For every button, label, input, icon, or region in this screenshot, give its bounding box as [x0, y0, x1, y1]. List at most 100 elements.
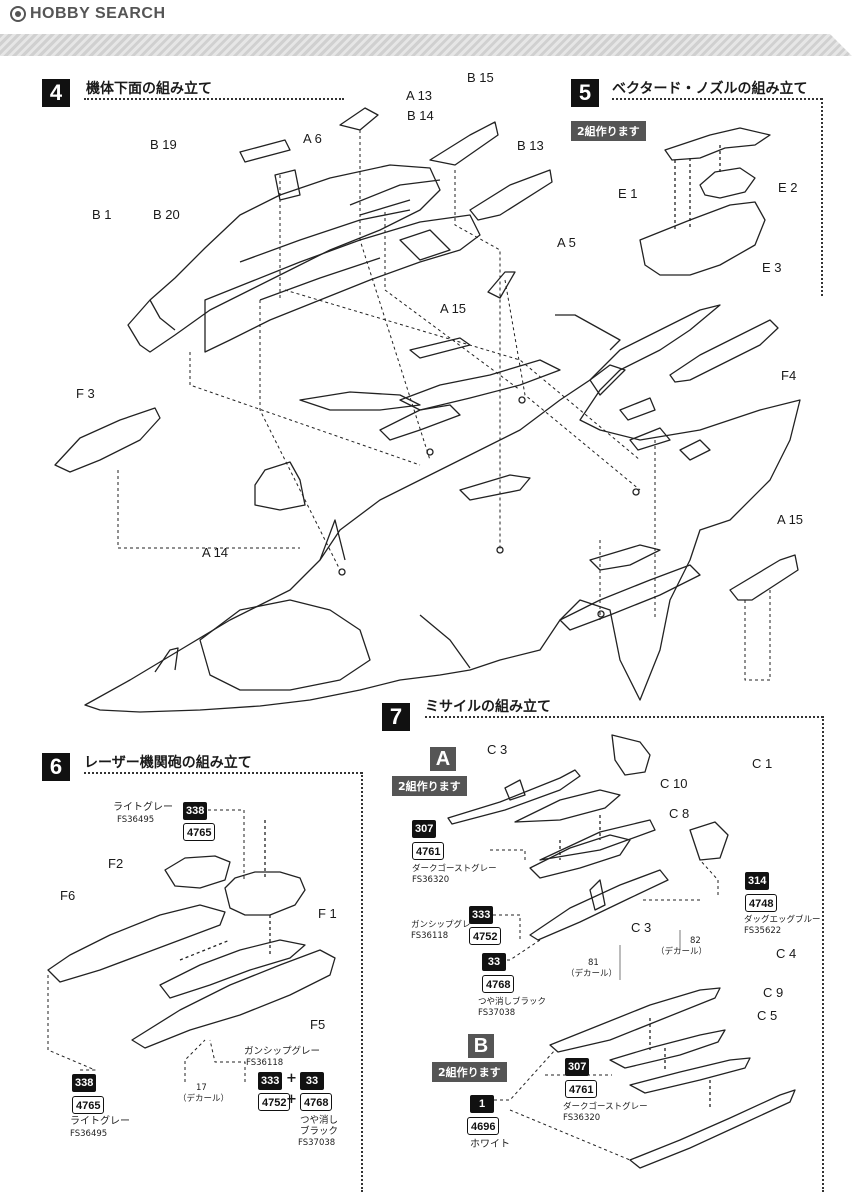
step-number-5: 5 [571, 79, 599, 107]
part-f6: F6 [60, 888, 76, 903]
paint-code-314: 314 [745, 872, 770, 890]
decal81-label: （デカール） [566, 969, 618, 979]
fuselage-upper-drawing [127, 107, 553, 353]
part-a14: A 14 [202, 545, 229, 560]
part-c4: C 4 [776, 946, 797, 961]
paint-black-name-7: つや消しブラック [478, 997, 547, 1007]
vectored-nozzle-drawing [639, 127, 771, 276]
mix-black-fs: FS37038 [298, 1138, 336, 1148]
step-number-7: 7 [382, 703, 410, 731]
paint-gunship-name-7: ガンシップグレー [411, 920, 480, 930]
mix-gunship-fs: FS36118 [246, 1058, 284, 1068]
step6-border [361, 772, 363, 1192]
part-f5: F5 [310, 1017, 326, 1032]
part-c10: C 10 [660, 776, 688, 791]
site-header: HOBBY SEARCH [0, 0, 852, 32]
paint-code-307: 307 [412, 820, 437, 838]
paint-code-333-7: 333 [469, 906, 494, 924]
paint-code-4696: 4696 [467, 1117, 500, 1135]
part-e3: E 3 [762, 260, 782, 275]
step4-title: 機体下面の組み立て [86, 81, 212, 97]
paint-darkghost-name: ダークゴーストグレー [412, 864, 497, 874]
mix-code-4768: 4768 [300, 1093, 333, 1111]
paint-code-1: 1 [470, 1095, 494, 1113]
step7-underline [425, 716, 823, 718]
part-f2: F2 [108, 856, 124, 871]
step-number-6: 6 [42, 753, 70, 781]
part-e1: E 1 [618, 186, 638, 201]
part-a5: A 5 [557, 235, 576, 250]
group-b-letter: B [468, 1034, 494, 1058]
part-c1: C 1 [752, 756, 773, 771]
part-c9: C 9 [763, 985, 784, 1000]
mix-code-4752: 4752 [258, 1093, 291, 1111]
decal17-label: （デカール） [178, 1094, 230, 1104]
fuselage-lower-drawing [54, 304, 801, 713]
step7-title: ミサイルの組み立て [425, 699, 551, 715]
part-b19: B 19 [150, 137, 177, 152]
decorative-band [0, 34, 852, 56]
mix-gunship-name: ガンシップグレー [244, 1046, 321, 1057]
paint-code-4765-bottom: 4765 [72, 1096, 105, 1114]
part-a6: A 6 [303, 131, 322, 146]
decal17-number: 17 [196, 1083, 207, 1093]
paint-darkghost-fs-b: FS36320 [563, 1113, 601, 1123]
part-e2: E 2 [778, 180, 798, 195]
paint-code-4748: 4748 [745, 894, 778, 912]
decal81-number: 81 [588, 958, 599, 968]
part-b1: B 1 [92, 207, 112, 222]
site-logo[interactable]: HOBBY SEARCH [30, 5, 166, 22]
paint-code-4761: 4761 [412, 842, 445, 860]
part-f4: F4 [781, 368, 797, 383]
paint-code-338: 338 [183, 802, 208, 820]
paint-code-338-bottom: 338 [72, 1074, 97, 1092]
paint-lightgray-name: ライトグレー [113, 802, 173, 813]
mix-code-33: 33 [300, 1072, 324, 1090]
paint-code-307-b: 307 [565, 1058, 590, 1076]
part-c3-top: C 3 [487, 742, 508, 757]
logo-icon [10, 6, 26, 22]
part-c5: C 5 [757, 1008, 778, 1023]
laser-gun-drawing [47, 809, 336, 1082]
missiles-drawing [447, 734, 796, 1169]
mix-black-name-1: つや消し [300, 1115, 339, 1126]
paint-code-4765: 4765 [183, 823, 216, 841]
step5-title: ベクタード・ノズルの組み立て [612, 81, 808, 97]
paint-black-fs-7: FS37038 [478, 1008, 516, 1018]
band-corner [830, 34, 852, 56]
paint-code-33-7: 33 [482, 953, 506, 971]
part-f3: F 3 [76, 386, 95, 401]
part-a15-lower: A 15 [777, 512, 804, 527]
paint-darkghost-name-b: ダークゴーストグレー [563, 1102, 648, 1112]
mix-plus-2: + [286, 1092, 297, 1107]
part-f1: F 1 [318, 906, 337, 921]
paint-lightgray-fs-bottom: FS36495 [70, 1129, 108, 1139]
step7-border [822, 716, 824, 1192]
step6-title: レーザー機関砲の組み立て [84, 755, 252, 771]
paint-lightgray-fs: FS36495 [117, 815, 155, 825]
mix-plus-1: + [286, 1071, 297, 1086]
group-b-note: 2組作ります [432, 1062, 507, 1082]
part-a15: A 15 [440, 301, 467, 316]
step5-note: 2組作ります [571, 121, 646, 141]
group-a-letter: A [430, 747, 456, 771]
part-b13: B 13 [517, 138, 544, 153]
decal82-label: （デカール） [656, 947, 708, 957]
mix-black-name-2: ブラック [300, 1126, 339, 1137]
step-number-4: 4 [42, 79, 70, 107]
part-c8: C 8 [669, 806, 690, 821]
paint-duckegg-fs: FS35622 [744, 926, 782, 936]
paint-code-4768-7: 4768 [482, 975, 515, 993]
paint-white-name: ホワイト [470, 1139, 510, 1150]
part-b14: B 14 [407, 108, 434, 123]
mix-code-333: 333 [258, 1072, 283, 1090]
part-a13: A 13 [406, 88, 433, 103]
paint-lightgray-name-bottom: ライトグレー [70, 1116, 130, 1127]
step4-underline [84, 98, 344, 100]
part-b20: B 20 [153, 207, 180, 222]
decal82-number: 82 [690, 936, 701, 946]
paint-darkghost-fs: FS36320 [412, 875, 450, 885]
paint-code-4761-b: 4761 [565, 1080, 598, 1098]
group-a-note: 2組作ります [392, 776, 467, 796]
